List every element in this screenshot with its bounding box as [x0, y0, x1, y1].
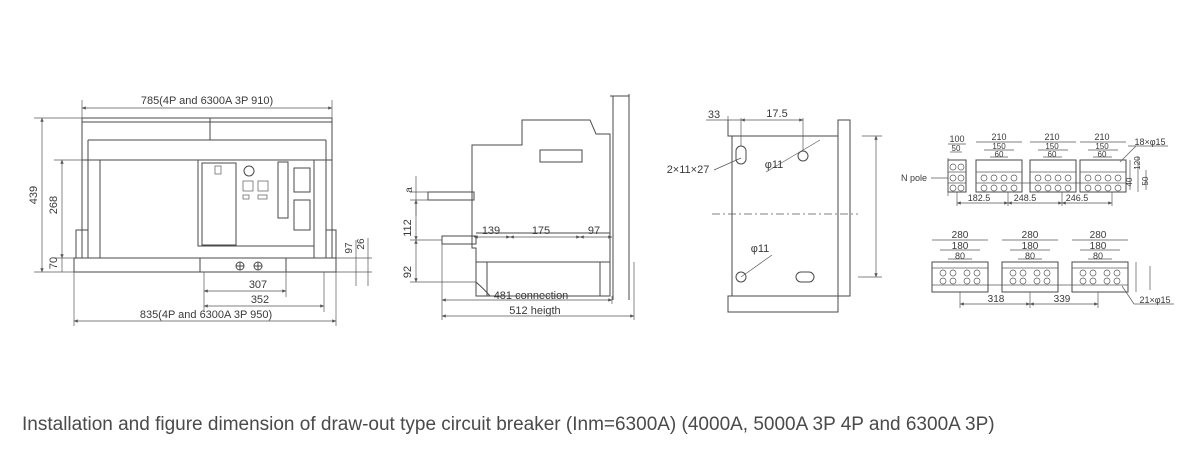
dim-307: 307	[249, 279, 267, 291]
label-hole-top: φ11	[765, 159, 784, 171]
dim-33: 33	[708, 109, 720, 121]
dim-280-c: 280	[1090, 230, 1107, 241]
busbar-group-2	[1029, 159, 1077, 193]
mount-hole-bottom	[735, 271, 747, 283]
dim-26: 26	[356, 238, 367, 250]
dim-150-b: 150	[1045, 142, 1059, 151]
label-holes-21: 21×φ15	[1139, 295, 1170, 305]
dim-210-a: 210	[991, 132, 1006, 142]
dim-180-c: 180	[1090, 241, 1107, 252]
front-base	[73, 257, 337, 273]
figure-caption: Installation and figure dimension of dra…	[22, 414, 995, 435]
dim-80-a: 80	[955, 251, 965, 261]
dim-height-70: 70	[48, 257, 60, 269]
dim-60-c: 60	[1098, 150, 1107, 159]
dim-width-top: 785(4P and 6300A 3P 910)	[141, 95, 273, 107]
dim-97-side: 97	[588, 225, 600, 237]
dim-a: a	[404, 187, 415, 193]
connector-lower	[441, 235, 477, 245]
busbar-bottom-group-3	[1071, 261, 1129, 293]
dim-150-c: 150	[1095, 142, 1109, 151]
mount-slot-bottom	[795, 271, 815, 283]
mounting-view: 33 17.5 2×11×27 φ11 φ11	[667, 108, 882, 313]
label-holes-18: 18×φ15	[1134, 137, 1165, 147]
dim-width-bottom: 835(4P and 6300A 3P 950)	[140, 309, 272, 321]
front-panel	[197, 159, 315, 247]
dim-210-b: 210	[1044, 132, 1059, 142]
side-body-outline	[471, 119, 611, 297]
dim-175: 175	[532, 225, 550, 237]
dim-height-439: 439	[28, 186, 40, 204]
connector-upper	[427, 191, 475, 201]
dim-97: 97	[344, 242, 355, 254]
label-n-pole: N pole	[901, 173, 927, 183]
indicator-lamp-icon	[243, 165, 255, 177]
dim-60-a: 60	[995, 150, 1004, 159]
busbar-bottom-view: 280 180 80 280 180 80 280 180 80 318 339…	[931, 230, 1174, 308]
busbar-bottom-group-2	[1001, 261, 1059, 293]
holes-bottom-row-icon	[939, 269, 1121, 285]
dim-139: 139	[482, 225, 500, 237]
dim-120: 120	[1133, 156, 1142, 170]
dim-height-268: 268	[48, 196, 60, 214]
dim-80-c: 80	[1093, 251, 1103, 261]
dim-50: 50	[952, 144, 961, 153]
dim-40: 40	[1125, 177, 1134, 186]
dim-481: 481 connection	[494, 290, 569, 302]
busbar-top-view: 100 50 210 150 60 210 150 60 210 150 60 …	[901, 132, 1168, 206]
front-view: 785(4P and 6300A 3P 910) 439 268 70 97 2…	[28, 95, 372, 326]
dim-50-vertical: 50	[1141, 176, 1150, 185]
front-window	[201, 162, 237, 246]
dim-280-a: 280	[952, 230, 969, 241]
dim-180-b: 180	[1022, 241, 1039, 252]
dim-180-a: 180	[952, 241, 969, 252]
dim-60-b: 60	[1048, 150, 1057, 159]
mount-plate-outline	[727, 119, 851, 313]
holes-top-row-icon	[949, 163, 1122, 192]
dim-210-c: 210	[1094, 132, 1109, 142]
dim-80-b: 80	[1025, 251, 1035, 261]
screw-icon	[235, 261, 245, 271]
dim-17-5: 17.5	[766, 108, 787, 120]
side-view: a 112 92 139 175 97 481 connection 512 h…	[402, 94, 635, 320]
screw-icon	[253, 261, 263, 271]
mount-slot-left	[735, 145, 747, 165]
dim-246-5: 246.5	[1066, 193, 1089, 203]
dim-112: 112	[402, 219, 414, 237]
dim-339: 339	[1054, 294, 1071, 305]
label-hole-bottom: φ11	[751, 243, 770, 255]
dim-100: 100	[949, 134, 964, 144]
dim-248-5: 248.5	[1014, 193, 1037, 203]
dim-352: 352	[251, 294, 269, 306]
busbar-group-3	[1079, 159, 1127, 193]
label-slot: 2×11×27	[667, 164, 710, 176]
dim-182-5: 182.5	[968, 193, 991, 203]
busbar-bottom-group-1	[931, 261, 989, 293]
dim-92: 92	[402, 266, 414, 278]
dim-512: 512 heigth	[509, 305, 560, 317]
dim-280-b: 280	[1022, 230, 1039, 241]
busbar-group-1	[975, 159, 1023, 193]
dim-318: 318	[988, 294, 1005, 305]
dim-150-a: 150	[992, 142, 1006, 151]
